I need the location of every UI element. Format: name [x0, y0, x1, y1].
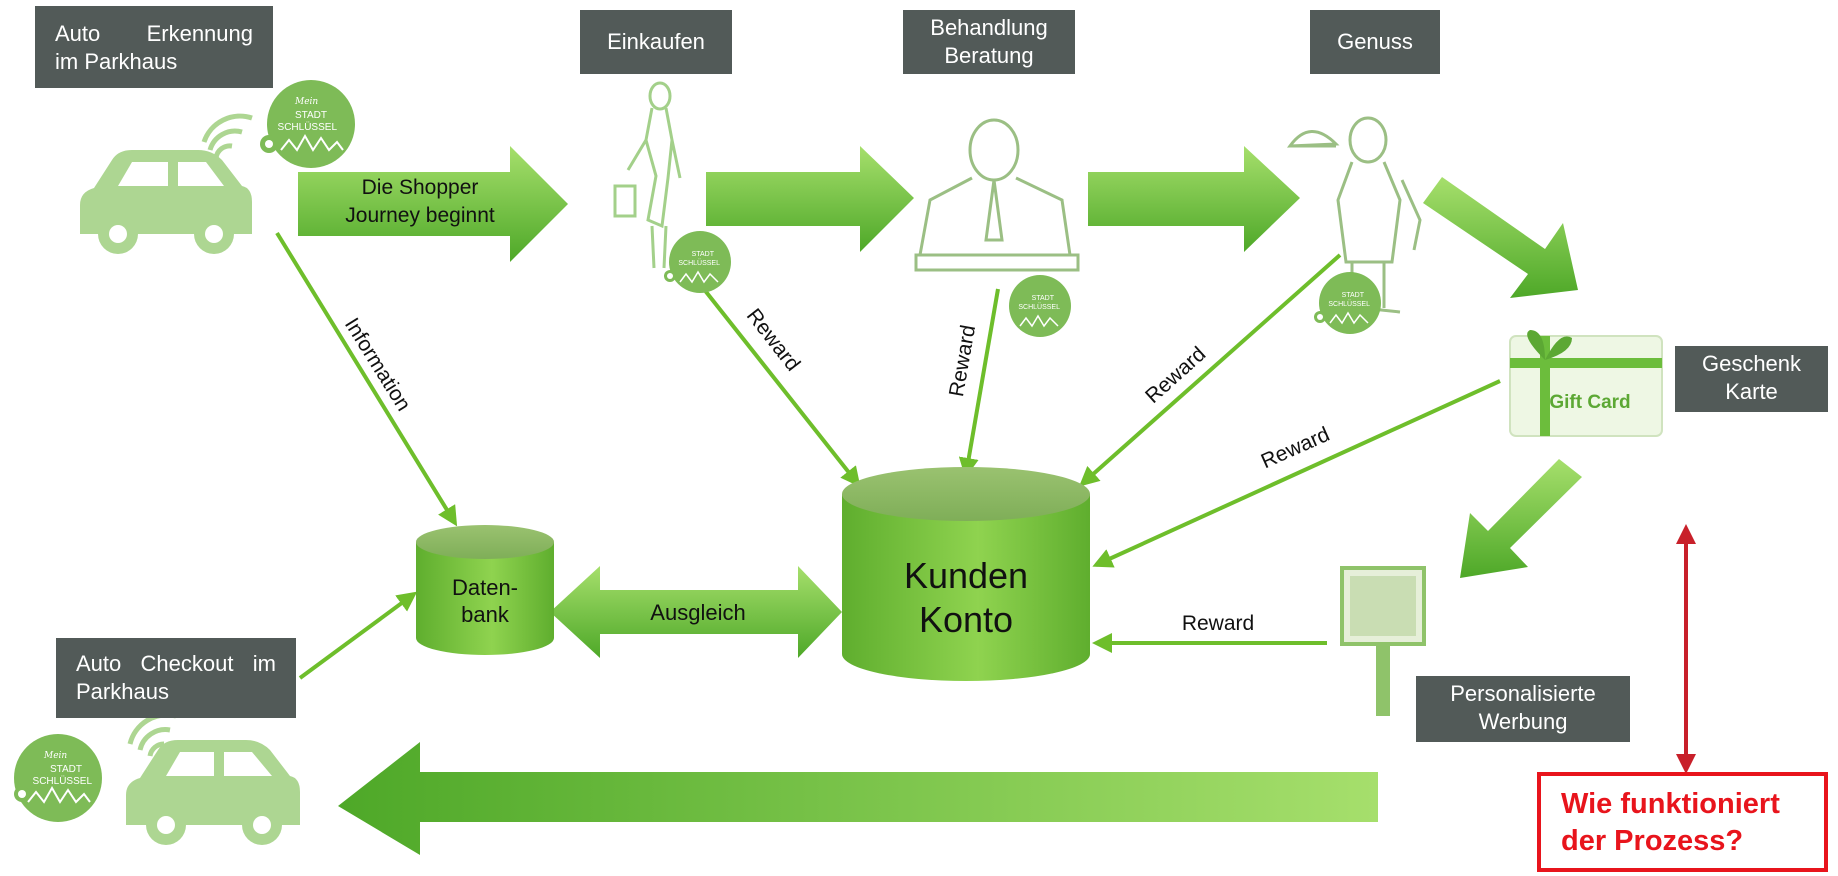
reward-text-gift: Reward	[1258, 423, 1333, 473]
flow-arrow-behandlung-genuss	[1088, 146, 1300, 252]
label-auto-erkennung: Auto Erkennung im Parkhaus	[35, 6, 273, 88]
label-geschenk-line2: Karte	[1725, 379, 1778, 404]
label-geschenk-line1: Geschenk	[1701, 351, 1802, 376]
label-einkaufen-text: Einkaufen	[607, 29, 705, 54]
badge-line1: STADT	[295, 110, 327, 121]
process-question-line1: Wie funktioniert	[1561, 788, 1780, 820]
stadtschluessel-badge-genuss: STADT SCHLÜSSEL	[1314, 272, 1381, 334]
reward-text-genuss: Reward	[1141, 342, 1210, 408]
label-behandlung: Behandlung Beratung	[903, 10, 1075, 74]
gift-card-text: Gift Card	[1549, 392, 1630, 413]
ausgleich-text: Ausgleich	[650, 600, 745, 625]
label-behandlung-line1: Behandlung	[930, 15, 1048, 40]
shopper-woman-icon	[613, 81, 682, 269]
car-icon-bottom	[126, 712, 300, 845]
label-personalisierte-werbung: Personalisierte Werbung	[1416, 676, 1630, 742]
label-auto-erkennung-line2: im Parkhaus	[55, 49, 178, 74]
connector-lines	[275, 231, 1501, 680]
badge-line1: STADT	[1342, 292, 1365, 299]
label-geschenk-karte: Geschenk Karte	[1675, 346, 1828, 412]
label-auto-erkennung-line1: Auto Erkennung	[55, 21, 253, 46]
kunden-konto-label-2: Konto	[919, 599, 1013, 640]
label-behandlung-line2: Beratung	[944, 43, 1034, 68]
reward-text-werbung: Reward	[1182, 612, 1254, 635]
label-einkaufen: Einkaufen	[580, 10, 732, 74]
line-reward-einkaufen	[701, 286, 861, 488]
label-genuss-text: Genuss	[1337, 29, 1413, 54]
billboard-icon	[1340, 566, 1426, 716]
badge-line2: SCHLÜSSEL	[1018, 303, 1060, 311]
datenbank-label-1: Daten-	[452, 575, 518, 600]
label-auto-checkout-line2: Parkhaus	[76, 679, 169, 704]
car-icon-top	[80, 113, 253, 254]
badge-script: Mein	[294, 97, 318, 107]
flow-arrow-genuss-gift	[1423, 177, 1578, 298]
line-checkout-datenbank	[298, 591, 418, 680]
flow-arrow-journey	[298, 146, 568, 262]
kunden-konto-cylinder: Kunden Konto	[842, 467, 1090, 681]
line-reward-genuss	[1079, 253, 1342, 487]
label-auto-checkout-line1: Auto Checkout im	[76, 651, 276, 676]
badge-line1: STADT	[50, 764, 82, 775]
flow-arrow-return	[338, 742, 1378, 855]
badge-script: Mein	[43, 751, 67, 761]
reward-text-einkaufen: Reward	[742, 304, 805, 375]
label-auto-checkout: Auto Checkout im Parkhaus	[56, 638, 296, 718]
journey-text-1: Die Shopper	[362, 176, 479, 199]
flow-arrow-einkaufen-behandlung	[706, 146, 914, 252]
consultant-man-icon	[914, 118, 1080, 272]
flow-arrow-gift-werbung	[1460, 459, 1582, 578]
line-reward-behandlung	[958, 288, 1000, 478]
badge-line2: SCHLÜSSEL	[1328, 300, 1370, 308]
process-question-box: Wie funktioniert der Prozess?	[1537, 772, 1828, 872]
flow-arrow-ausgleich	[550, 566, 842, 658]
badge-line2: SCHLÜSSEL	[278, 121, 338, 133]
badge-line1: STADT	[692, 251, 715, 258]
badge-line2: SCHLÜSSEL	[678, 259, 720, 267]
journey-text-2: Journey beginnt	[345, 204, 495, 227]
stadtschluessel-badge-einkaufen: STADT SCHLÜSSEL	[664, 231, 731, 293]
stadtschluessel-badge-bottom: Mein STADT SCHLÜSSEL	[14, 734, 102, 822]
stadtschluessel-badge-behandlung: STADT SCHLÜSSEL	[1009, 275, 1071, 337]
badge-line1: STADT	[1032, 295, 1055, 302]
line-reward-gift	[1092, 379, 1501, 568]
reward-text-behandlung: Reward	[945, 323, 980, 398]
label-werbung-line1: Personalisierte	[1450, 681, 1596, 706]
stadtschluessel-badge-top: Mein STADT SCHLÜSSEL	[260, 80, 355, 168]
datenbank-cylinder: Daten- bank	[416, 525, 554, 655]
badge-line2: SCHLÜSSEL	[33, 775, 93, 787]
label-genuss: Genuss	[1310, 10, 1440, 74]
label-werbung-line2: Werbung	[1478, 709, 1568, 734]
process-question-line2: der Prozess?	[1561, 825, 1744, 857]
line-information	[275, 231, 458, 527]
gift-card-icon: Gift Card	[1509, 330, 1663, 437]
datenbank-label-2: bank	[461, 602, 510, 627]
kunden-konto-label-1: Kunden	[904, 555, 1028, 596]
